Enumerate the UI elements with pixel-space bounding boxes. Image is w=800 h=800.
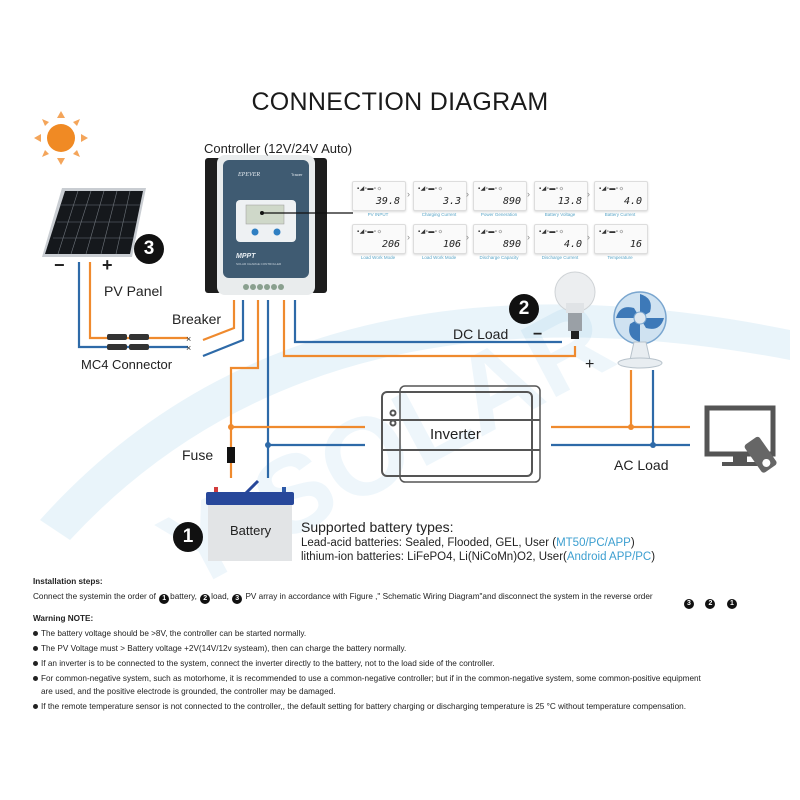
breaker-label: Breaker (172, 311, 222, 327)
svg-text:Tracer: Tracer (291, 172, 303, 177)
lcd-screen: ▪◢▫▬▫☼13.8 (534, 181, 588, 211)
mc4-connector-icon (107, 334, 149, 350)
warning-item-continuation: are used, and the positive electrode is … (41, 687, 336, 696)
load-negative-wire (293, 300, 562, 344)
lcd-screen: ▪◢▫▬▫☼106 (413, 224, 467, 254)
pv-panel-label: PV Panel (104, 283, 163, 299)
ac-load-label: AC Load (614, 457, 669, 473)
lcd-caption: Discharge Capacity (479, 255, 519, 260)
step-badge-load: 2 (509, 294, 539, 324)
pv-positive-wire (88, 262, 188, 340)
svg-text:×: × (186, 343, 191, 353)
charge-controller: EPEVER Tracer MPPT SOLAR CHARGE CONTROLL… (205, 155, 327, 295)
breaker-contacts: ×× (186, 334, 191, 353)
inverter-label: Inverter (430, 426, 481, 443)
reverse-order-badges: 3 2 1 (683, 591, 743, 609)
lead-acid-link: MT50/PC/APP (556, 537, 631, 549)
lcd-caption: PV INPUT (367, 212, 389, 217)
step-badge-battery: 1 (173, 522, 203, 552)
lcd-caption: Discharge Current (541, 255, 579, 260)
controller-label: Controller (12V/24V Auto) (204, 141, 353, 156)
sun-icon (34, 111, 88, 165)
dc-minus-label: − (533, 326, 543, 343)
breaker-positive-wire (202, 300, 236, 342)
warning-item: If the remote temperature sensor is not … (33, 702, 793, 711)
svg-text:SOLAR CHARGE CONTROLLER: SOLAR CHARGE CONTROLLER (236, 262, 282, 266)
lcd-caption: Load Work Mode (421, 255, 457, 260)
battery-icon (206, 479, 294, 561)
battery-label: Battery (230, 523, 272, 538)
battery-positive-wire (229, 300, 260, 478)
warning-heading: Warning NOTE: (33, 614, 94, 623)
step-badge-pv: 3 (134, 234, 164, 264)
lcd-screen: ▪◢▫▬▫☼16 (594, 224, 648, 254)
lcd-caption: Battery Current (604, 212, 636, 217)
warning-item: The PV Voltage must > Battery voltage +2… (33, 644, 793, 653)
lcd-screen: ▪◢▫▬▫☼4.0 (594, 181, 648, 211)
pv-negative-wire (77, 262, 188, 349)
lcd-caption: Temperature (607, 255, 633, 260)
load-positive-wire (282, 300, 577, 358)
pv-panel-icon (42, 188, 146, 257)
pv-plus-label: + (102, 255, 113, 275)
lcd-screen: ▪◢▫▬▫☼4.0 (534, 224, 588, 254)
battery-types-info: Supported battery types: Lead-acid batte… (301, 519, 655, 563)
svg-text:EPEVER: EPEVER (237, 172, 260, 178)
mc4-connector-label: MC4 Connector (81, 357, 173, 372)
warning-item: For common-negative system, such as moto… (33, 674, 793, 683)
light-bulb-icon (554, 271, 596, 339)
tv-icon (704, 405, 777, 473)
lithium-line: lithium-ion batteries: LiFePO4, Li(NiCoM… (301, 551, 656, 563)
fuse-label: Fuse (182, 447, 214, 463)
lead-acid-line: Lead-acid batteries: Sealed, Flooded, GE… (301, 537, 635, 549)
pv-minus-label: − (54, 255, 65, 275)
lithium-link: Android APP/PC (566, 551, 652, 563)
svg-text:MPPT: MPPT (236, 253, 256, 260)
fuse-icon (227, 447, 235, 463)
lcd-caption: Charging Current (421, 212, 457, 217)
battery-types-heading: Supported battery types: (301, 519, 454, 535)
fan-icon (613, 291, 667, 369)
svg-text:×: × (186, 334, 191, 344)
installation-notes: Installation steps: Connect the systemin… (33, 577, 793, 717)
lcd-screen: ▪◢▫▬▫☼39.8 (352, 181, 406, 211)
page-title: CONNECTION DIAGRAM (251, 88, 549, 116)
warning-item: If an inverter is to be connected to the… (33, 659, 793, 668)
lcd-caption: Load Work Mode (360, 255, 396, 260)
watermark-swoosh (40, 304, 790, 540)
lcd-screen: ▪◢▫▬▫☼890 (473, 224, 527, 254)
breaker-negative-wire (202, 300, 245, 358)
warning-item: The battery voltage should be >8V, the c… (33, 629, 793, 638)
lcd-screen: ▪◢▫▬▫☼206 (352, 224, 406, 254)
lcd-caption: Power Generation (480, 212, 518, 217)
installation-heading: Installation steps: (33, 577, 103, 586)
lcd-screen: ▪◢▫▬▫☼890 (473, 181, 527, 211)
dc-load-label: DC Load (453, 326, 509, 342)
lcd-caption: Battery Voltage (544, 212, 576, 217)
lcd-screen: ▪◢▫▬▫☼3.3 (413, 181, 467, 211)
inverter-icon (381, 385, 541, 483)
dc-plus-label: + (585, 356, 595, 373)
